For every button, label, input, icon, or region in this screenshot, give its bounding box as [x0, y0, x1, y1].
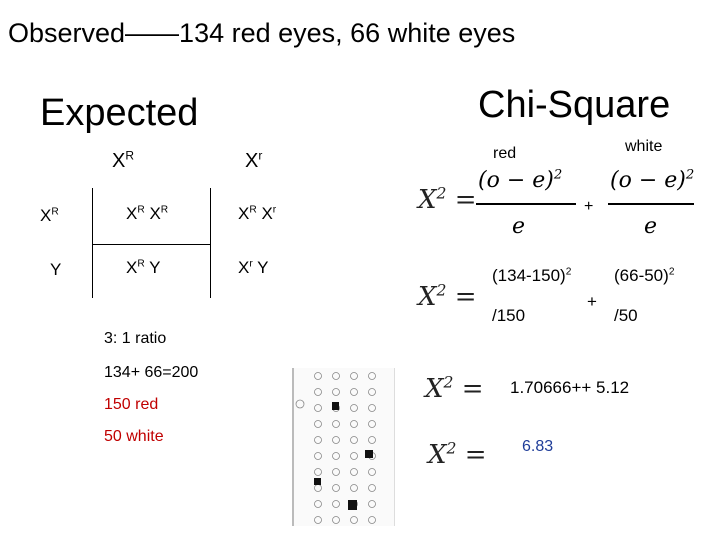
column-header-Xr: Xr [245, 150, 262, 173]
column-header-XR: XR [112, 150, 134, 173]
chi-square-heading: Chi-Square [478, 84, 670, 127]
formula-white-fraction-bar [608, 203, 694, 205]
formula-white-numerator: (o − e)2 [610, 168, 694, 193]
formula-white-denominator: e [644, 214, 657, 239]
formula-red-numerator: (o − e)2 [478, 168, 562, 193]
cell-XR-Xr: XR Xr [238, 204, 276, 224]
expected-heading: Expected [40, 92, 198, 135]
cell-XR-XR: XR XR [126, 204, 168, 224]
chi-square-symbol-substitution: X2 = [418, 282, 477, 312]
expected-white-note: 50 white [104, 428, 164, 446]
formula-plus: + [584, 198, 593, 216]
formula-red-fraction-bar [476, 203, 576, 205]
grid-line-middle [210, 188, 211, 298]
cell-Xr-Y: Xr Y [238, 258, 269, 278]
white-substitution-numerator: (66-50)2 [614, 266, 674, 286]
substitution-plus: + [587, 292, 597, 312]
ratio-note: 3: 1 ratio [104, 330, 166, 348]
row-header-Y: Y [50, 260, 61, 280]
white-substitution-denominator: /50 [614, 306, 638, 326]
red-substitution-denominator: /150 [492, 306, 525, 326]
total-note: 134+ 66=200 [104, 364, 198, 382]
cell-XR-Y: XR Y [126, 258, 160, 278]
bubble-grid-graphic [294, 368, 394, 526]
chi-square-symbol-formula: X2 = [418, 185, 477, 215]
row-header-XR: XR [40, 206, 59, 226]
slide-title: Observed——134 red eyes, 66 white eyes [8, 18, 515, 49]
red-column-label: red [493, 145, 516, 163]
bubble-answer-sheet-image [292, 368, 395, 526]
chi-square-result: 6.83 [522, 438, 553, 456]
grid-line-horizontal [92, 244, 210, 245]
red-substitution-numerator: (134-150)2 [492, 266, 571, 286]
white-column-label: white [625, 138, 662, 156]
grid-line-left [92, 188, 93, 298]
chi-square-symbol-sum: X2 = [425, 374, 484, 404]
formula-red-denominator: e [512, 214, 525, 239]
sum-expression: 1.70666++ 5.12 [510, 378, 629, 398]
chi-square-symbol-result: X2 = [428, 440, 487, 470]
expected-red-note: 150 red [104, 396, 158, 414]
